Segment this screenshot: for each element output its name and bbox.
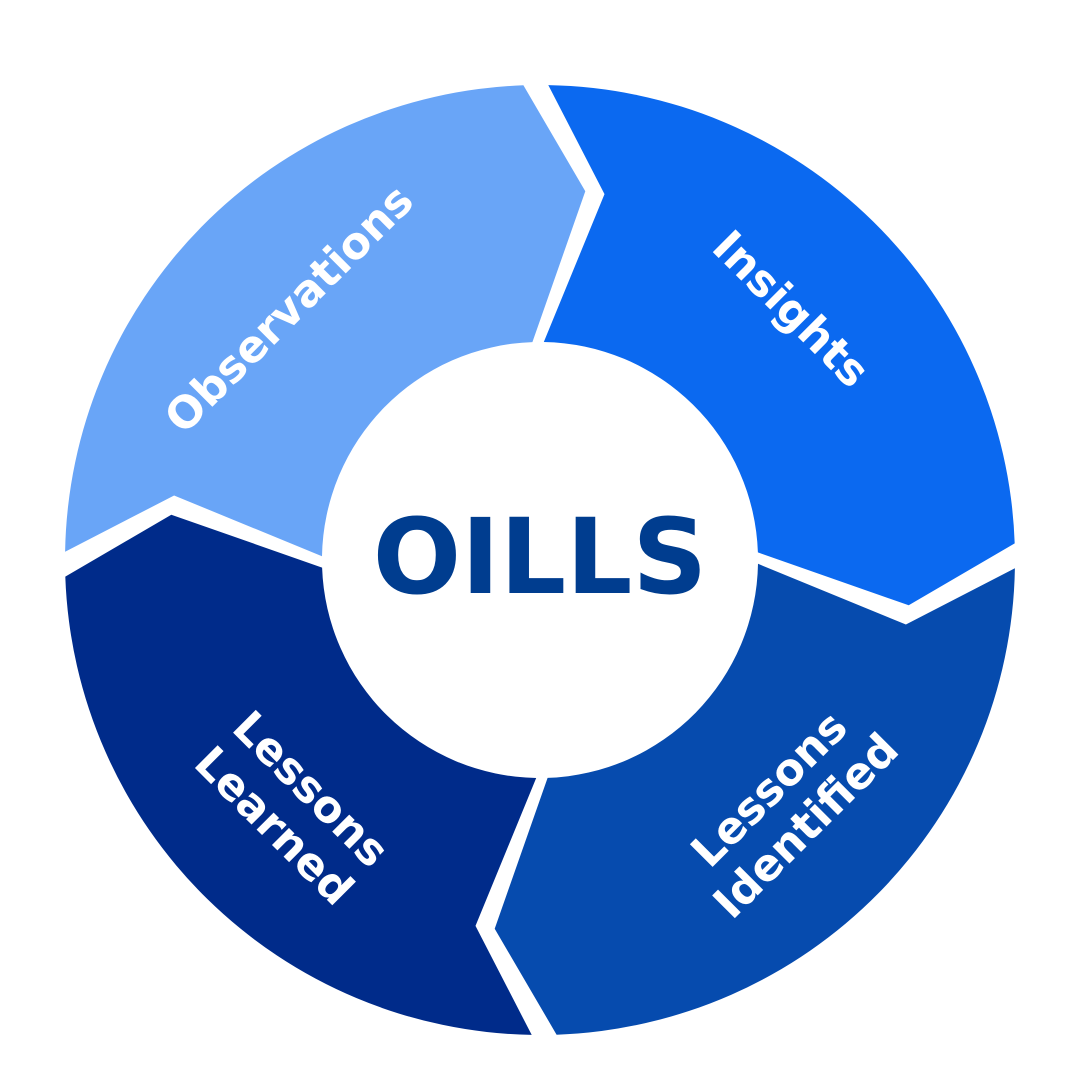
segment-insights <box>543 85 1015 606</box>
center-title: OILLS <box>373 496 708 618</box>
segment-lessons-learned <box>65 514 537 1035</box>
segment-observations <box>65 85 586 557</box>
segments-layer <box>65 85 1015 1035</box>
segment-lessons-identified <box>494 563 1015 1035</box>
